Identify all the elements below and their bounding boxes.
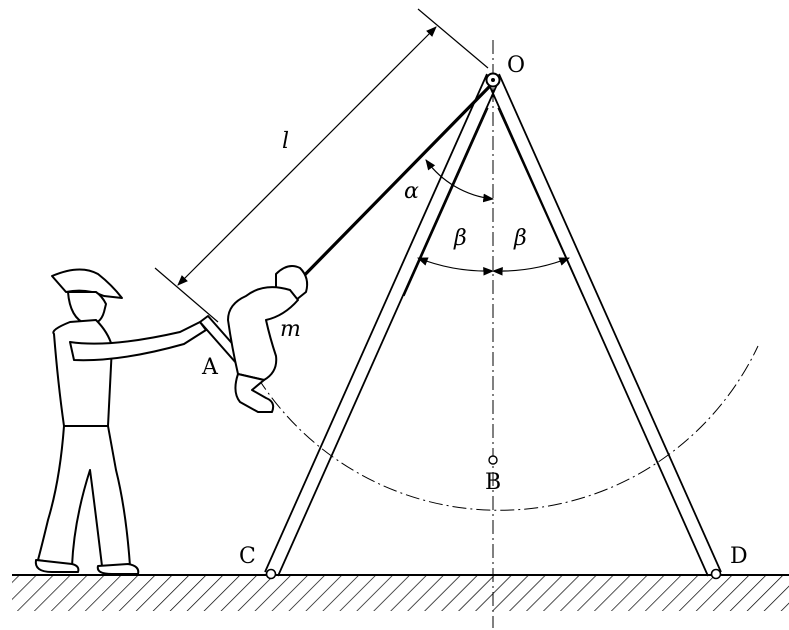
label-length: l [282, 129, 289, 154]
point-d-marker [710, 568, 722, 580]
frame-leg-right-inner [497, 107, 584, 297]
beta-right-arc [491, 257, 571, 276]
label-beta-left: β [453, 226, 467, 251]
label-beta-right: β [513, 226, 527, 251]
person-figure [34, 268, 207, 575]
point-b-marker [488, 455, 498, 465]
point-c-marker [265, 568, 277, 580]
length-dimension [154, 8, 489, 323]
label-c: C [239, 544, 256, 569]
alpha-arc [425, 159, 495, 203]
swing-arc [257, 345, 759, 511]
swing-rope [284, 84, 492, 296]
beta-left-arc [416, 257, 495, 276]
child-on-swing [199, 265, 309, 413]
label-alpha: α [404, 179, 419, 204]
label-b: B [485, 470, 501, 495]
label-o: O [507, 53, 525, 78]
label-d: D [730, 544, 748, 569]
label-a: A [201, 355, 219, 380]
label-mass: m [280, 317, 301, 342]
frame-leg-right [486, 73, 722, 577]
ground [12, 574, 789, 611]
